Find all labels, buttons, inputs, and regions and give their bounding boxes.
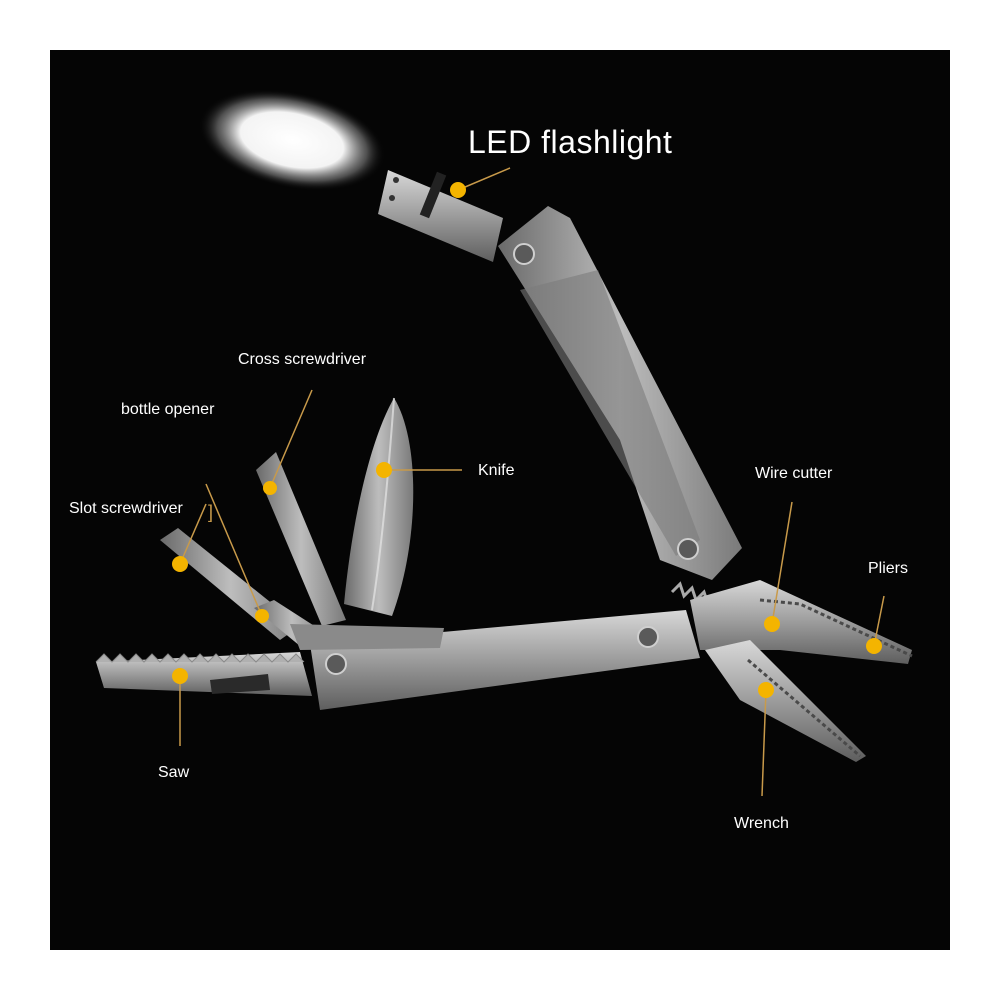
label-wire-cutter: Wire cutter [755,465,833,482]
flashlight-glow [198,89,386,191]
label-knife: Knife [478,462,515,479]
upper-handle [498,206,742,580]
plier-jaws [690,580,913,762]
label-bottle-opener: bottle opener [121,401,215,418]
lower-handle [310,610,700,710]
cross-screwdriver-blade [256,452,346,626]
flashlight-barrel [378,170,503,262]
label-led-flashlight: LED flashlight [468,124,673,160]
label-pliers: Pliers [868,560,909,577]
label-slot-screwdriver: Slot screwdriver [69,500,183,517]
label-saw: Saw [158,764,190,781]
spring [670,581,710,605]
blade-pivot-block [290,624,444,650]
callout-dots [172,182,882,698]
multitool-illustration: ] [95,89,913,797]
saw-blade [95,652,312,696]
label-wrench: Wrench [734,815,789,832]
knife-blade [344,398,414,616]
product-image: ] LED flashlight Cross screwdriver bottl… [50,50,950,950]
label-cross-screwdriver: Cross screwdriver [238,351,367,368]
bracket-mark: ] [208,502,213,522]
callout-lines [179,167,885,797]
